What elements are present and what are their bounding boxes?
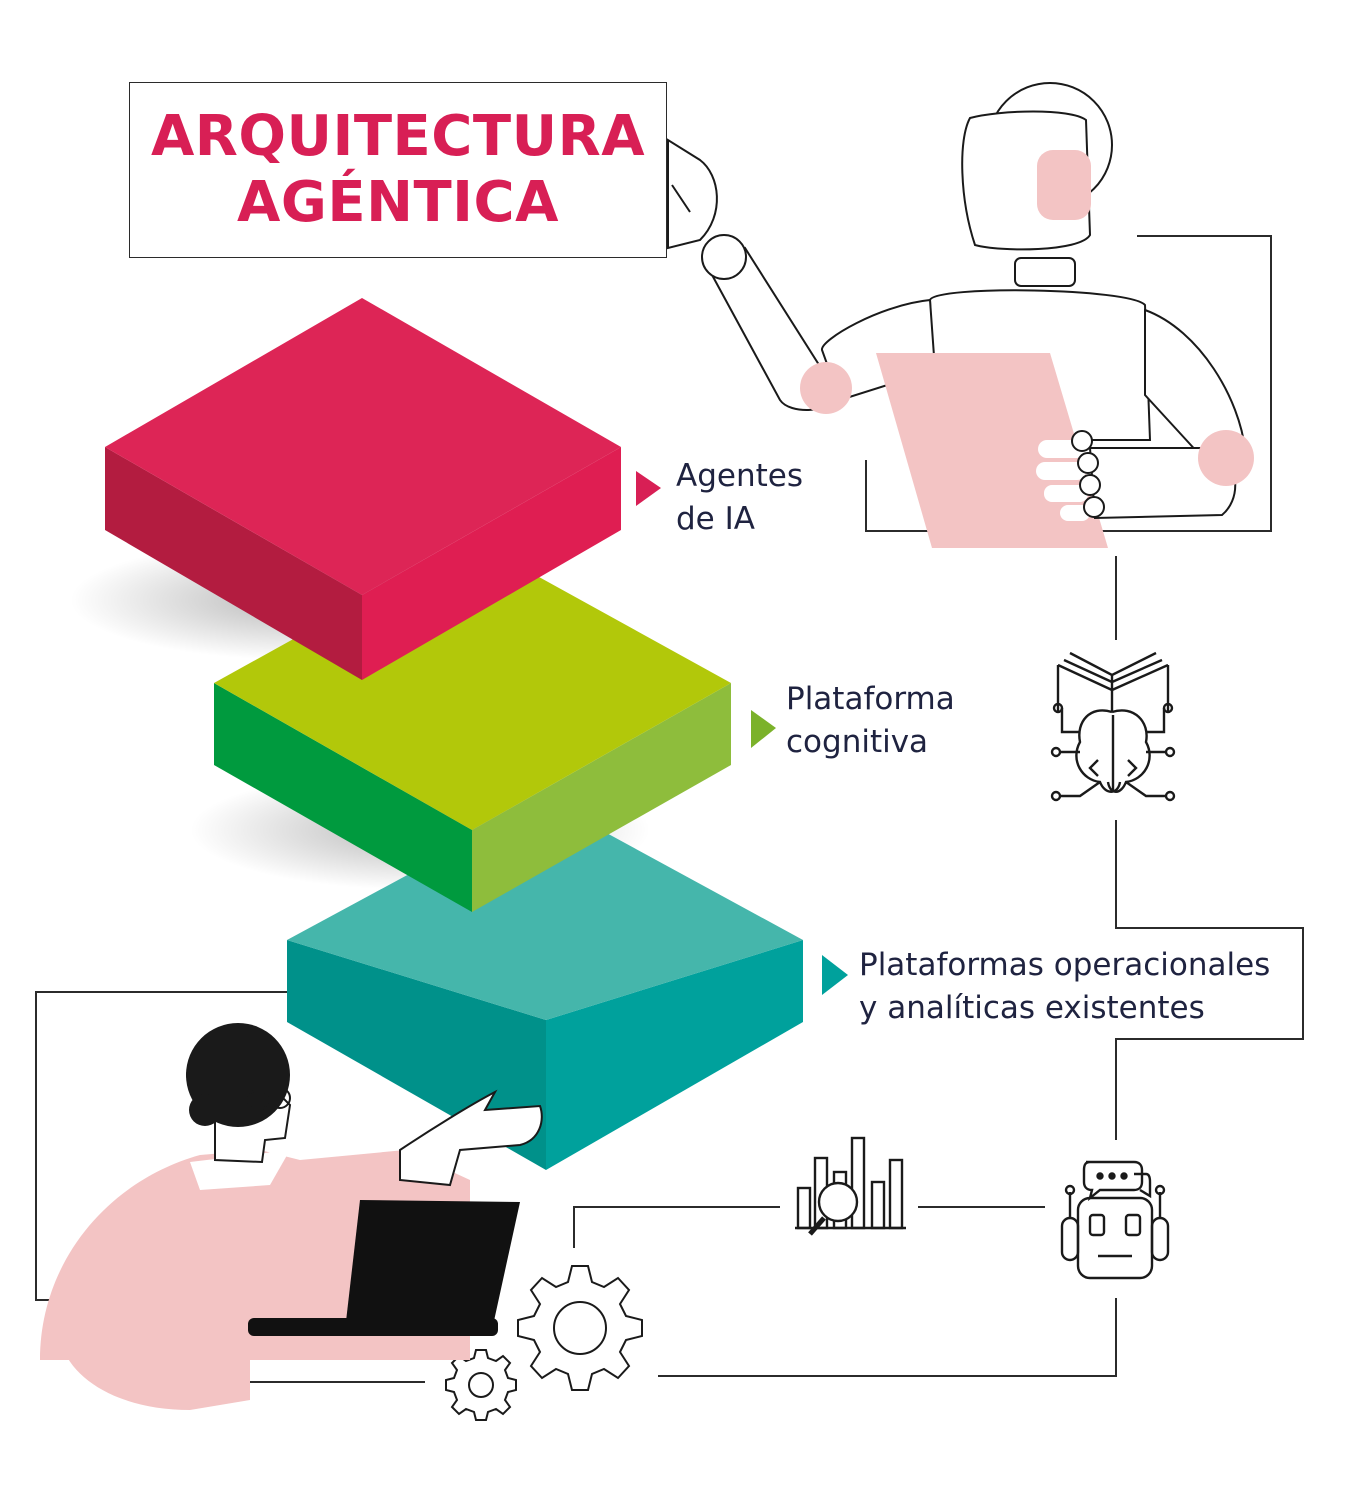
- title-line-1: ARQUITECTURA: [150, 104, 646, 169]
- chatbot-icon: [1060, 1160, 1170, 1280]
- label-agents-line1: Agentes: [676, 458, 803, 494]
- book-brain-icon: [1050, 651, 1176, 802]
- label-marker-agents: [636, 471, 661, 506]
- chart-magnifier-icon: [795, 1136, 906, 1236]
- label-operational-line1: Plataformas operacionales: [859, 947, 1271, 983]
- title-line-2: AGÉNTICA: [237, 170, 559, 235]
- label-agents-line2: de IA: [676, 501, 755, 537]
- robot-figure-icon: [667, 82, 1254, 548]
- label-agents: Agentes de IA: [676, 455, 803, 541]
- gear-icon: [445, 1265, 643, 1421]
- label-operational-line2: y analíticas existentes: [859, 990, 1205, 1026]
- label-cognitive-line2: cognitiva: [786, 724, 929, 760]
- label-marker-cognitive: [751, 710, 776, 748]
- label-operational: Plataformas operacionales y analíticas e…: [859, 944, 1270, 1030]
- person-laptop-icon: [40, 1023, 543, 1410]
- label-marker-operational: [822, 955, 848, 995]
- label-cognitive-line1: Plataforma: [786, 681, 955, 717]
- connector-lines: [35, 235, 1304, 1383]
- layer-block-agents: [105, 298, 621, 680]
- label-cognitive: Plataforma cognitiva: [786, 678, 955, 764]
- title-box: ARQUITECTURA AGÉNTICA: [129, 82, 667, 258]
